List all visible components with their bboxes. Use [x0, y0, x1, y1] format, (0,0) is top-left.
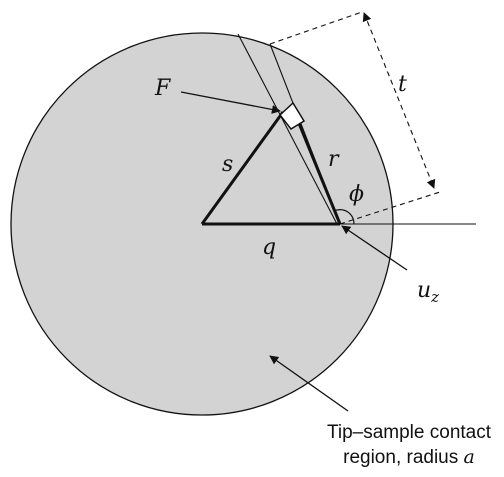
caption-line-2: region, radius a — [343, 446, 475, 468]
label-uz: uz — [417, 278, 439, 306]
phi-angle-arc — [333, 209, 355, 225]
side-r — [294, 115, 342, 225]
label-q: q — [262, 235, 276, 260]
label-phi: ϕ — [349, 182, 364, 207]
label-F: F — [154, 76, 171, 101]
t-dimension-line — [362, 12, 436, 189]
label-r: r — [328, 147, 340, 172]
caption-line-1: Tip–sample contact — [327, 422, 492, 443]
F-arrow — [180, 91, 281, 114]
region-arrow — [269, 355, 349, 412]
uz-arrow — [341, 225, 408, 271]
strip-left-edge — [237, 33, 338, 225]
label-t: t — [398, 72, 407, 97]
t-top-extension — [269, 11, 363, 45]
force-element-box — [278, 101, 306, 130]
side-s — [200, 111, 285, 225]
label-s: s — [222, 152, 233, 177]
